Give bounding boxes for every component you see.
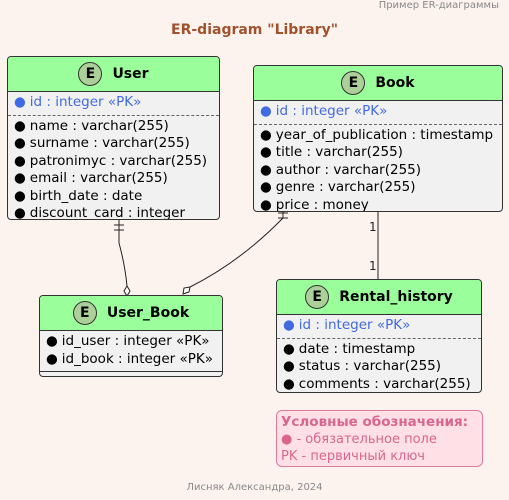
required-field-bullet-icon: ● [14, 170, 26, 186]
entity-rental-history-name: Rental_history [339, 289, 453, 305]
required-field-bullet-icon: ● [14, 94, 26, 110]
entity-book-field: ●genre : varchar(255) [260, 179, 416, 195]
entity-user-name: User [112, 66, 149, 82]
book-userbook-relation [182, 211, 288, 295]
entity-badge-icon: E [341, 71, 366, 95]
legend-primary-key: PK - первичный ключ [281, 449, 425, 464]
entity-book-field: ●price : money [260, 196, 369, 212]
entity-user-book-name: User_Book [106, 305, 190, 321]
footer-note: Лисняк Александра, 2024 [186, 482, 323, 493]
entity-user-book-empty-section [40, 371, 222, 376]
entity-rental-history[interactable]: E Rental_history ●id : integer «PK» ●dat… [276, 279, 482, 393]
entity-book-key-field: ●id : integer «PK» [260, 103, 388, 119]
entity-book-field: ●author : varchar(255) [260, 161, 422, 178]
entity-user-field: ●patronimyc : varchar(255) [14, 152, 208, 169]
entity-book-field: ●year_of_publication : timestamp [260, 126, 494, 143]
required-field-bullet-icon: ● [283, 317, 295, 333]
required-field-bullet-icon: ● [260, 196, 272, 212]
entity-user-field: ●birth_date : date [14, 187, 143, 204]
required-field-bullet-icon: ● [46, 350, 58, 367]
required-field-bullet-icon: ● [14, 187, 26, 204]
required-field-bullet-icon: ● [46, 333, 58, 349]
entity-book[interactable]: E Book ●id : integer «PK» ●year_of_publi… [253, 65, 503, 212]
entity-badge-icon: E [78, 62, 103, 86]
entity-user-book-header: E User_Book [40, 296, 222, 331]
required-field-bullet-icon: ● [260, 126, 272, 143]
entity-book-name: Book [375, 75, 415, 91]
entity-rental-history-fields: ●date : timestamp ●status : varchar(255)… [277, 339, 481, 393]
required-field-bullet-icon: ● [260, 103, 272, 119]
entity-user-field: ●surname : varchar(255) [14, 135, 190, 151]
entity-rental-history-field: ●comments : varchar(255) [283, 375, 471, 392]
entity-book-header: E Book [254, 66, 502, 101]
diagram-title: ER-diagram "Library" [171, 22, 338, 38]
required-field-bullet-icon: ● [283, 358, 295, 374]
book-rental-cardinality-bottom: 1 [369, 259, 377, 273]
entity-rental-history-key-field: ●id : integer «PK» [283, 317, 411, 333]
entity-book-fields: ●year_of_publication : timestamp ●title … [254, 125, 502, 212]
entity-user-book-field: ●id_user : integer «PK» [46, 333, 210, 349]
entity-user-book-fields: ●id_user : integer «PK» ●id_book : integ… [40, 331, 222, 371]
entity-user-field: ●email : varchar(255) [14, 170, 168, 186]
entity-book-key-section: ●id : integer «PK» [254, 101, 502, 125]
entity-rental-history-key-section: ●id : integer «PK» [277, 315, 481, 339]
required-field-bullet-icon: ● [14, 152, 26, 169]
entity-badge-icon: E [305, 285, 330, 309]
required-field-bullet-icon: ● [283, 340, 295, 357]
required-field-bullet-icon: ● [14, 117, 26, 134]
entity-user-key-field: ●id : integer «PK» [14, 94, 142, 110]
required-field-bullet-icon: ● [260, 161, 272, 178]
entity-rental-history-field: ●date : timestamp [283, 340, 416, 357]
entity-rental-history-header: E Rental_history [277, 280, 481, 315]
required-field-bullet-icon: ● [14, 205, 26, 220]
entity-user-book-field: ●id_book : integer «PK» [46, 350, 214, 367]
book-rental-cardinality-top: 1 [369, 220, 377, 234]
entity-badge-icon: E [72, 301, 97, 325]
entity-user-field: ●name : varchar(255) [14, 117, 169, 134]
entity-user-key-section: ●id : integer «PK» [8, 92, 219, 116]
entity-user[interactable]: E User ●id : integer «PK» ●name : varcha… [7, 56, 220, 220]
entity-user-book[interactable]: E User_Book ●id_user : integer «PK» ●id_… [39, 295, 223, 377]
entity-user-fields: ●name : varchar(255) ●surname : varchar(… [8, 116, 219, 220]
header-note: Пример ER-диаграммы [378, 0, 499, 11]
entity-book-field: ●title : varchar(255) [260, 144, 403, 160]
required-field-bullet-icon: ● [283, 375, 295, 392]
entity-rental-history-field: ●status : varchar(255) [283, 358, 442, 374]
entity-user-header: E User [8, 57, 219, 92]
legend-title: Условные обозначения: [281, 414, 469, 430]
required-field-bullet-icon: ● [260, 179, 272, 195]
legend: Условные обозначения: ● - обязательное п… [276, 410, 483, 467]
legend-required-field: ● - обязательное поле [281, 432, 437, 447]
entity-user-field: ●discount_card : integer [14, 205, 186, 220]
user-userbook-relation [114, 219, 131, 297]
required-field-bullet-icon: ● [260, 144, 272, 160]
required-field-bullet-icon: ● [14, 135, 26, 151]
